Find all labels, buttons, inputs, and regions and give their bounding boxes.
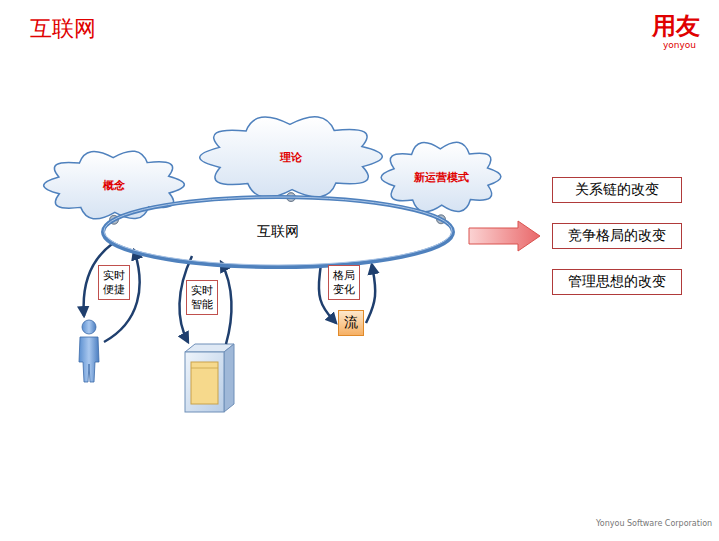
internet-ring: 互联网 — [101, 195, 455, 269]
result-box: 关系链的改变 — [552, 177, 682, 203]
cloud-shape — [200, 117, 383, 197]
node-text: 格局变化 — [333, 269, 355, 295]
concept-cloud: 新运营模式 — [378, 139, 504, 215]
node-text: 新运营模式 — [414, 170, 469, 185]
node-text: 流 — [344, 314, 358, 332]
node-text: 互联网 — [257, 223, 299, 241]
concept-cloud: 理论 — [195, 113, 387, 201]
person-icon — [79, 320, 99, 382]
footer-text: Yonyou Software Corporation — [596, 519, 712, 528]
ring-shape — [103, 197, 453, 267]
node-text: 实时便捷 — [103, 269, 125, 295]
node-text: 实时智能 — [191, 284, 213, 310]
node-text: 关系链的改变 — [575, 181, 659, 199]
ring-highlight — [104, 197, 452, 265]
result-box: 竞争格局的改变 — [552, 223, 682, 249]
logo-text: 用友 — [652, 10, 700, 42]
node-text: 竞争格局的改变 — [568, 227, 666, 245]
label-box: 实时便捷 — [98, 265, 130, 300]
server-icon — [185, 344, 234, 412]
concept-cloud: 概念 — [40, 148, 188, 222]
slide-title: 互联网 — [30, 14, 96, 44]
cloud-shape — [44, 151, 185, 219]
result-box: 管理思想的改变 — [552, 269, 682, 295]
node-text: 理论 — [280, 150, 302, 165]
label-box: 格局变化 — [328, 265, 360, 300]
flow-arrow — [366, 265, 375, 323]
block-arrow — [469, 221, 540, 251]
flow-box: 流 — [338, 310, 364, 336]
cloud-shape — [381, 142, 501, 211]
node-text: 管理思想的改变 — [568, 273, 666, 291]
logo-subtext: yonyou — [663, 40, 696, 50]
node-text: 概念 — [103, 178, 125, 193]
label-box: 实时智能 — [186, 280, 218, 315]
